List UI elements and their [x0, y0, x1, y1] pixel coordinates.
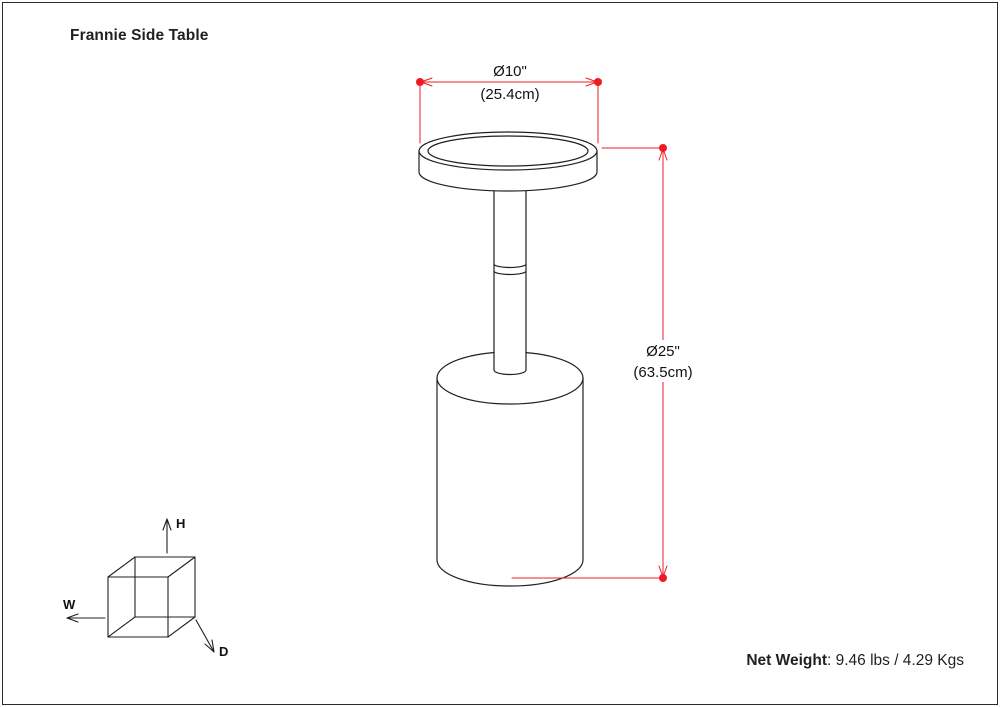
tabletop-outline	[418, 131, 598, 192]
table-drawing	[418, 131, 598, 587]
axis-d-arrow	[195, 619, 215, 653]
axis-orientation-cube	[66, 518, 215, 653]
net-weight: Net Weight: 9.46 lbs / 4.29 Kgs	[746, 652, 964, 670]
pedestal-body	[494, 191, 526, 370]
cube-front-face	[107, 576, 169, 638]
dimension-lines	[419, 77, 668, 579]
endpoint-dot-height-top	[659, 144, 667, 152]
pedestal-bottom-cap-arc	[493, 369, 527, 376]
endpoint-dot-width-right	[594, 78, 602, 86]
dimension-endpoints	[416, 78, 667, 582]
axis-labels: H W D	[63, 516, 228, 659]
net-weight-label: Net Weight	[746, 652, 827, 669]
tabletop-inner-rim	[427, 135, 589, 167]
axis-w-arrow	[66, 613, 106, 623]
axis-w-label: W	[63, 597, 76, 612]
width-dimension-metric: (25.4cm)	[480, 86, 539, 103]
cube-depth-edges	[107, 556, 196, 638]
width-dimension-imperial: Ø10"	[493, 63, 527, 80]
tabletop-front-arc	[418, 150, 598, 171]
axis-h-arrow	[162, 518, 172, 554]
pedestal-joint-lower-line	[493, 270, 527, 276]
height-dimension-imperial: Ø25"	[646, 343, 680, 360]
base-cylinder-outline	[436, 351, 584, 587]
base-top-front-arc	[436, 377, 584, 405]
axis-d-label: D	[219, 644, 228, 659]
cube-back-face	[134, 556, 196, 618]
pedestal-joint-upper-line	[493, 263, 527, 269]
endpoint-dot-height-bottom	[659, 574, 667, 582]
page-title: Frannie Side Table	[70, 27, 209, 44]
height-dimension-metric: (63.5cm)	[633, 364, 692, 381]
height-label-mask	[629, 340, 697, 382]
endpoint-dot-width-left	[416, 78, 424, 86]
axis-h-label: H	[176, 516, 185, 531]
net-weight-value: : 9.46 lbs / 4.29 Kgs	[826, 652, 964, 669]
dimension-labels: Ø10" (25.4cm) Ø25" (63.5cm)	[480, 63, 697, 382]
